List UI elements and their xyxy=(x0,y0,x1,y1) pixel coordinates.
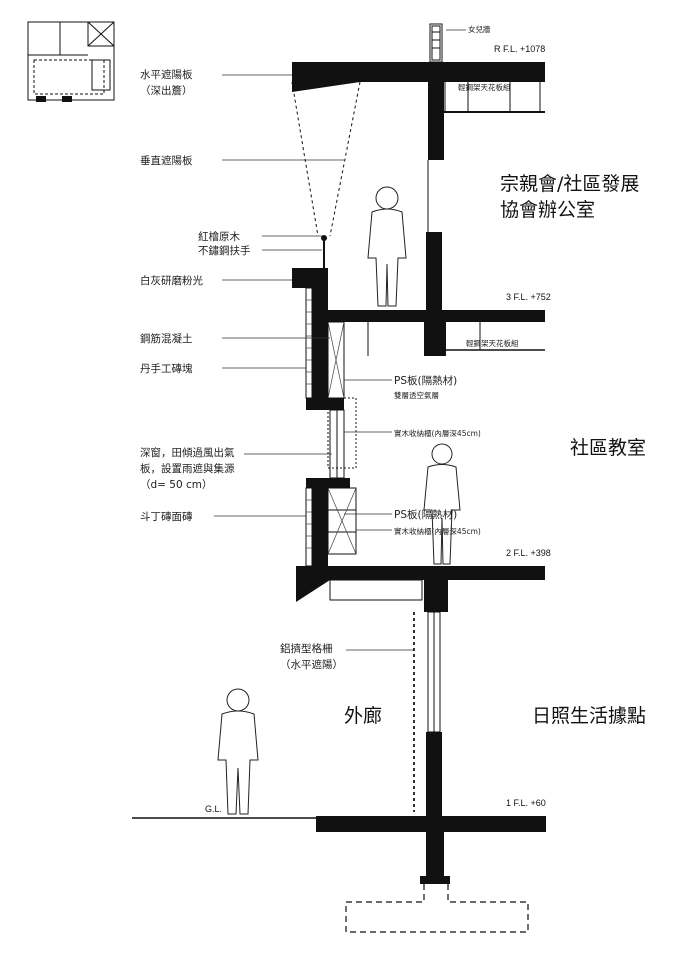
label-steel-rail: 不鏽鋼扶手 xyxy=(198,244,251,257)
person-figure-2f xyxy=(423,443,461,565)
room-day-center: 日照生活據點 xyxy=(532,705,646,727)
room-classroom: 社區教室 xyxy=(570,437,646,459)
person-figure-3f xyxy=(367,186,407,307)
room-office-1: 宗親會/社區發展 xyxy=(500,173,639,195)
label-louver-2: （水平遮陽） xyxy=(280,658,343,671)
label-ps-lower: PS板(隔熱材) xyxy=(394,508,457,521)
leader-lines xyxy=(214,29,466,651)
label-ceiling-rf: 輕鋼架天花板組 xyxy=(458,82,511,92)
room-corridor: 外廊 xyxy=(344,705,382,727)
person-figure-ground xyxy=(217,688,259,815)
level-rf: R F.L. +1078 xyxy=(494,44,545,54)
label-storage-lower: 實木收納櫃(內層深45cm) xyxy=(394,526,481,536)
level-1f: 1 F.L. +60 xyxy=(506,798,546,808)
label-vent-2: 板，設置雨遮與集源 xyxy=(140,462,235,475)
label-sunshade-h-sub: （深出簷） xyxy=(140,84,193,97)
label-storage-upper: 實木收納櫃(內層深45cm) xyxy=(394,428,481,438)
label-gravel: 白灰研磨粉光 xyxy=(140,274,203,287)
label-sunshade-v: 垂直遮陽板 xyxy=(140,154,193,167)
label-vent-1: 深窗，田傾過風出氣 xyxy=(140,446,235,459)
label-brick: 丹手工磚塊 xyxy=(140,362,193,375)
label-wood-rail: 紅檜原木 xyxy=(198,230,240,243)
label-louver-1: 鋁擠型格柵 xyxy=(280,642,333,655)
room-office-2: 協會辦公室 xyxy=(500,199,595,221)
label-sunshade-h: 水平遮陽板 xyxy=(140,68,193,81)
label-ceiling-3f: 輕鋼架天花板組 xyxy=(466,338,519,348)
gl-label: G.L. xyxy=(205,804,222,814)
label-roof-top: 女兒牆 xyxy=(468,24,491,34)
structure xyxy=(291,23,546,933)
label-brick-2: 斗丁磚面磚 xyxy=(140,510,193,523)
label-ps-upper: PS板(隔熱材) xyxy=(394,374,457,387)
label-rc: 鋼筋混凝土 xyxy=(140,332,193,345)
label-ps-upper-sub: 雙層透空氣層 xyxy=(394,390,439,400)
key-plan xyxy=(27,21,115,102)
level-3f: 3 F.L. +752 xyxy=(506,292,551,302)
label-vent-3: （d= 50 cm） xyxy=(140,479,213,491)
level-2f: 2 F.L. +398 xyxy=(506,548,551,558)
